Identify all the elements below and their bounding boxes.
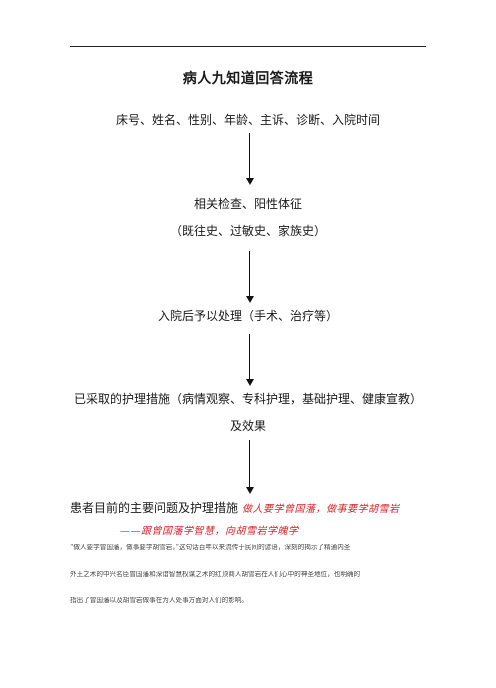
step-nursing-measures: 已采取的护理措施（病情观察、专科护理，基础护理、健康宣教） (73, 392, 422, 406)
flow-arrow-shaft (249, 133, 251, 179)
header-rule (70, 46, 426, 47)
paragraph-line-2: 外王之术的中兴名臣曾国藩和深谙智慧权谋之术的红顶商人胡雪岩在人们心中的神圣地位，… (70, 571, 361, 578)
step-history: （既往史、过敏史、家族史） (169, 224, 326, 238)
step-current-problems: 患者目前的主要问题及护理措施 (70, 501, 239, 515)
flow-arrow-head (246, 379, 254, 386)
step-treatment: 入院后予以处理（手术、治疗等） (157, 309, 338, 323)
flow-arrow-1 (246, 133, 254, 185)
step-current-problems-row: 患者目前的主要问题及护理措施做人要学曾国藩，做事要学胡雪岩 (70, 499, 400, 516)
flow-arrow-head (246, 487, 254, 494)
flow-arrow-head (246, 178, 254, 185)
flow-arrow-shaft (249, 334, 251, 380)
flow-arrow-shaft (249, 440, 251, 488)
flow-arrow-2 (246, 251, 254, 303)
motto-subheading: ——跟曾国藩学智慧，向胡雪岩学魄学 (120, 526, 299, 537)
step-exam-signs: 相关检查、阳性体征 (193, 197, 302, 211)
paragraph-line-1: “做人要学曾国藩，做事要学胡雪岩，”这句话百年以来流传于民间的谚语，深刻的揭示了… (70, 544, 351, 551)
page-title: 病人九知道回答流程 (182, 71, 314, 87)
flow-arrow-3 (246, 334, 254, 386)
flow-arrow-shaft (249, 251, 251, 297)
flow-arrow-4 (246, 440, 254, 494)
step-basic-info: 床号、姓名、性别、年龄、主诉、诊断、入院时间 (115, 113, 380, 127)
flow-arrow-head (246, 296, 254, 303)
paragraph-line-3: 指出了曾国藩以及胡雪岩做事在为人处事方面对人们的影响。 (70, 597, 249, 604)
step-effect: 及效果 (229, 419, 266, 433)
motto-heading: 做人要学曾国藩，做事要学胡雪岩 (242, 504, 400, 515)
